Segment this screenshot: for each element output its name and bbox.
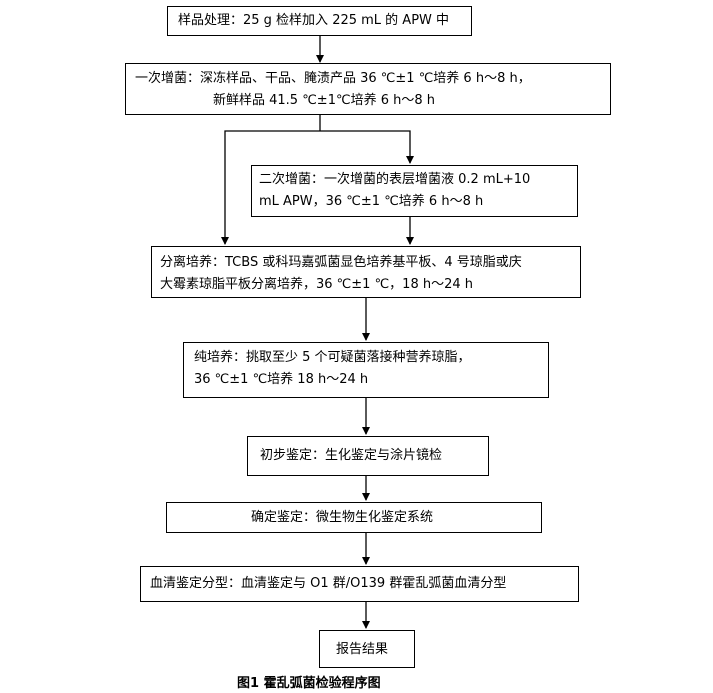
step-serotyping-text: 血清鉴定分型：血清鉴定与 O1 群/O139 群霍乱弧菌血清分型 [150, 576, 507, 591]
step-confirmation-identification: 确定鉴定：微生物生化鉴定系统 [166, 502, 542, 533]
step-isolation-culture-line1: 分离培养：TCBS 或科玛嘉弧菌显色培养基平板、4 号琼脂或庆 [160, 255, 522, 270]
step-report-text: 报告结果 [336, 642, 389, 657]
step-first-enrichment: 一次增菌：深冻样品、干品、腌渍产品 36 ℃±1 ℃培养 6 h～8 h， 新鲜… [125, 63, 611, 115]
step-preliminary-identification: 初步鉴定：生化鉴定与涂片镜检 [247, 436, 489, 476]
step-first-enrichment-line1: 一次增菌：深冻样品、干品、腌渍产品 36 ℃±1 ℃培养 6 h～8 h， [135, 71, 531, 86]
step-confirmation-identification-text: 确定鉴定：微生物生化鉴定系统 [251, 510, 434, 525]
step-serotyping: 血清鉴定分型：血清鉴定与 O1 群/O139 群霍乱弧菌血清分型 [140, 566, 579, 602]
connector-second-enrichment-branch [320, 130, 414, 164]
step-isolation-culture-line2: 大霉素琼脂平板分离培养，36 ℃±1 ℃，18 h～24 h [160, 277, 473, 292]
step-pure-culture-line2: 36 ℃±1 ℃培养 18 h～24 h [194, 372, 369, 387]
step-isolation-culture: 分离培养：TCBS 或科玛嘉弧菌显色培养基平板、4 号琼脂或庆 大霉素琼脂平板分… [151, 246, 581, 298]
connector-bypass-branch [221, 130, 320, 245]
step-pure-culture-line1: 纯培养：挑取至少 5 个可疑菌落接种营养琼脂， [194, 350, 471, 365]
step-sample-processing-text: 样品处理：25 g 检样加入 225 mL 的 APW 中 [178, 13, 450, 28]
step-second-enrichment: 二次增菌：一次增菌的表层增菌液 0.2 mL+10 mL APW，36 ℃±1 … [251, 165, 578, 217]
step-second-enrichment-line1: 二次增菌：一次增菌的表层增菌液 0.2 mL+10 [259, 172, 531, 187]
figure-caption: 图1 霍乱弧菌检验程序图 [237, 676, 381, 691]
step-pure-culture: 纯培养：挑取至少 5 个可疑菌落接种营养琼脂， 36 ℃±1 ℃培养 18 h～… [183, 342, 549, 398]
step-report: 报告结果 [319, 630, 415, 668]
step-preliminary-identification-text: 初步鉴定：生化鉴定与涂片镜检 [260, 448, 443, 463]
step-sample-processing: 样品处理：25 g 检样加入 225 mL 的 APW 中 [167, 6, 472, 36]
step-second-enrichment-line2: mL APW，36 ℃±1 ℃培养 6 h～8 h [259, 194, 484, 209]
step-first-enrichment-line2: 新鲜样品 41.5 ℃±1℃培养 6 h～8 h [213, 93, 435, 108]
